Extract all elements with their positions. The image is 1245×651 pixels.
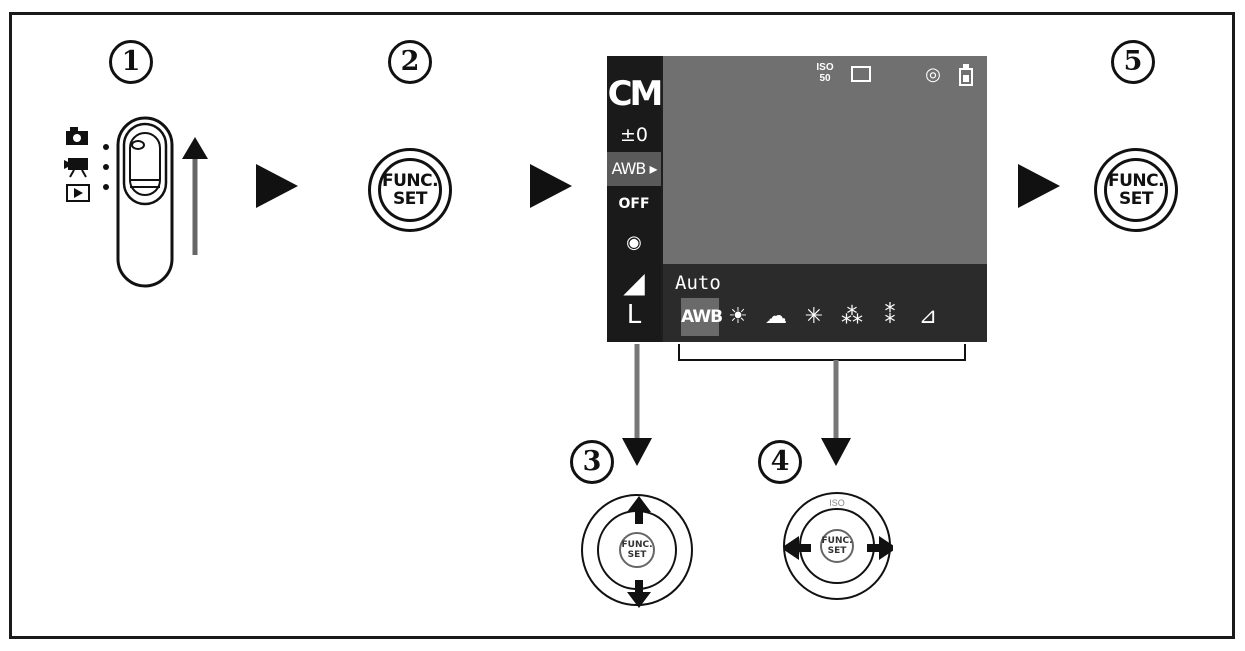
func-set-button-face: FUNC. SET [378,158,442,222]
lcd-function-menu: CM ±0 AWB ▸ OFF ◉ ◢ L [607,56,664,342]
frame-icon [851,66,871,82]
mode-switch-graphic [64,116,208,288]
fluorescent-h-icon[interactable]: ⁑ [884,304,896,329]
up-down-arrows-icon [627,496,651,608]
mode-switch [60,115,230,290]
camera-icon [66,127,88,145]
func-set-center-line2: SET [827,546,847,556]
lcd-screen: CM ±0 AWB ▸ OFF ◉ ◢ L ISO 50 ◎ Auto AWB … [607,56,987,342]
playback-icon [66,184,90,202]
func-set-button[interactable]: FUNC. SET [1094,148,1178,232]
left-right-arrows-icon [785,536,893,560]
func-set-center-line2: SET [627,550,647,560]
fluorescent-icon[interactable]: ⁂ [841,304,863,329]
iso-dial-label: ISO [829,498,845,508]
camera-m-mode-icon[interactable]: CM [607,74,664,114]
resolution-icon[interactable]: L [626,300,642,330]
compression-icon[interactable]: ◢ [623,266,645,299]
func-set-center-line1: FUNC. [621,540,653,550]
control-dial-left-right[interactable]: ISO FUNC. SET [783,492,893,600]
func-set-button[interactable]: FUNC. SET [368,148,452,232]
awb-icon[interactable]: AWB [681,298,723,336]
func-set-center-button[interactable]: FUNC. SET [820,529,854,563]
metering-icon[interactable]: ◉ [626,232,642,253]
battery-icon [959,64,973,86]
func-set-center-button[interactable]: FUNC. SET [619,532,655,568]
next-arrow-icon [256,164,298,208]
iso-icon: ISO 50 [816,62,834,84]
arrow-up-icon [182,137,208,255]
next-arrow-icon [1018,164,1060,208]
step-number-4: 4 [758,440,802,484]
daylight-icon[interactable]: ☀ [728,304,748,329]
func-set-center-line1: FUNC. [821,536,853,546]
func-set-label-line2: SET [393,189,427,209]
step-number-2: 2 [388,40,432,84]
exposure-compensation-icon[interactable]: ±0 [619,124,648,146]
tungsten-icon[interactable]: ✳ [804,304,824,329]
movie-icon [64,158,88,178]
white-balance-icon[interactable]: AWB ▸ [607,152,661,186]
white-balance-options: AWB ☀ ☁ ✳ ⁂ ⁑ ⊿ [681,298,947,336]
outer-frame [9,12,1235,639]
func-set-label-line2: SET [1119,189,1153,209]
options-bracket [678,344,966,361]
my-colors-off-icon[interactable]: OFF [618,196,650,212]
lcd-viewfinder: ISO 50 ◎ [663,56,987,264]
cloudy-icon[interactable]: ☁ [765,304,787,329]
arrow-down-icon [821,360,851,466]
custom-wb-icon[interactable]: ⊿ [918,304,938,329]
next-arrow-icon [530,164,572,208]
control-dial-up-down[interactable]: FUNC. SET [581,494,693,608]
func-set-label-line1: FUNC. [381,171,439,191]
step-number-5: 5 [1111,40,1155,84]
func-set-label-line1: FUNC. [1107,171,1165,191]
step-number-3: 3 [570,440,614,484]
func-set-button-face: FUNC. SET [1104,158,1168,222]
arrow-down-icon [622,344,652,466]
step-number-1: 1 [109,40,153,84]
selected-option-label: Auto [675,272,721,294]
face-detect-icon: ◎ [925,64,941,84]
